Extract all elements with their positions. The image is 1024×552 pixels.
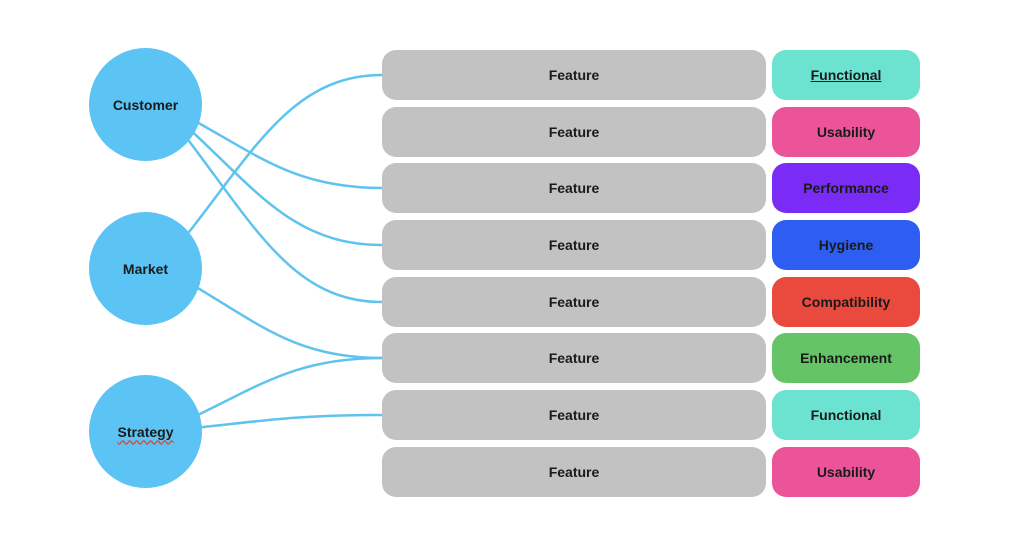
feature-box: Feature [382,390,766,440]
feature-box: Feature [382,50,766,100]
source-label: Customer [112,96,179,113]
tag-label: Compatibility [801,294,891,310]
category-tag: Enhancement [772,333,920,383]
source-node-market: Market [89,212,202,325]
category-tag: Functional [772,390,920,440]
feature-box: Feature [382,333,766,383]
tag-label: Functional [810,407,882,423]
feature-box: Feature [382,220,766,270]
category-tag: Hygiene [772,220,920,270]
tag-label: Usability [816,464,876,480]
feature-label: Feature [548,294,600,310]
connector-line-market-0 [187,73,383,234]
category-tag: Compatibility [772,277,920,327]
category-tag: Functional [772,50,920,100]
connector-line-market-5 [197,287,383,360]
feature-label: Feature [548,180,600,196]
feature-label: Feature [548,407,600,423]
feature-box: Feature [382,163,766,213]
tag-label: Usability [816,124,876,140]
source-label: Market [122,260,169,277]
connector-line-customer-4 [187,139,383,304]
feature-label: Feature [548,124,600,140]
category-tag: Usability [772,107,920,157]
source-label: Strategy [117,423,174,440]
tag-label: Functional [810,67,882,83]
connector-line-customer-2 [197,121,383,190]
feature-label: Feature [548,67,600,83]
feature-box: Feature [382,277,766,327]
category-tag: Performance [772,163,920,213]
connector-line-strategy-5 [198,356,383,416]
feature-box: Feature [382,107,766,157]
source-node-strategy: Strategy [89,375,202,488]
connector-line-strategy-6 [201,413,383,429]
tag-label: Enhancement [800,350,892,366]
tag-label: Hygiene [818,237,874,253]
feature-box: Feature [382,447,766,497]
feature-label: Feature [548,350,600,366]
feature-label: Feature [548,237,600,253]
category-tag: Usability [772,447,920,497]
source-node-customer: Customer [89,48,202,161]
tag-label: Performance [803,180,889,196]
feature-label: Feature [548,464,600,480]
connector-line-customer-3 [192,131,383,247]
